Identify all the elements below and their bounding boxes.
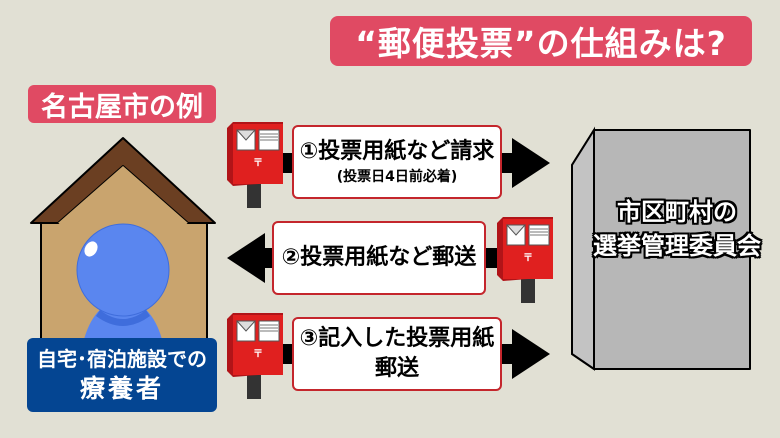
city-label: 名古屋市の例	[28, 85, 216, 123]
step-2-box: ②投票用紙など郵送	[272, 221, 486, 295]
committee-label-line1: 市区町村の	[617, 198, 737, 226]
step-1-label: ①投票用紙など請求	[299, 139, 495, 164]
building-icon	[571, 126, 751, 371]
title-text: “郵便投票”の仕組みは?	[355, 24, 727, 63]
committee-label-line2: 選挙管理委員会	[593, 232, 761, 260]
step-3-label: ③記入した投票用紙郵送	[299, 326, 495, 381]
person-icon	[76, 223, 170, 343]
step-2-label: ②投票用紙など郵送	[281, 245, 477, 270]
voter-label: 自宅･宿泊施設での 療養者	[27, 338, 217, 412]
voter-label-line2: 療養者	[79, 373, 164, 403]
voter-label-line1: 自宅･宿泊施設での	[37, 346, 207, 371]
svg-text:〒: 〒	[253, 348, 263, 360]
postbox-icon: 〒	[227, 313, 283, 399]
step-3-box: ③記入した投票用紙郵送	[292, 317, 502, 391]
title-banner: “郵便投票”の仕組みは?	[330, 16, 752, 66]
committee-label: 市区町村の 選挙管理委員会	[582, 195, 772, 263]
city-label-text: 名古屋市の例	[41, 91, 203, 123]
step-1-box: ①投票用紙など請求 (投票日4日前必着)	[292, 125, 502, 199]
svg-text:〒: 〒	[253, 157, 263, 169]
postbox-icon: 〒	[497, 217, 553, 303]
svg-text:〒: 〒	[523, 252, 533, 264]
postbox-icon: 〒	[227, 122, 283, 208]
step-1-note: (投票日4日前必着)	[336, 169, 458, 185]
person-in-house-icon	[30, 137, 216, 343]
